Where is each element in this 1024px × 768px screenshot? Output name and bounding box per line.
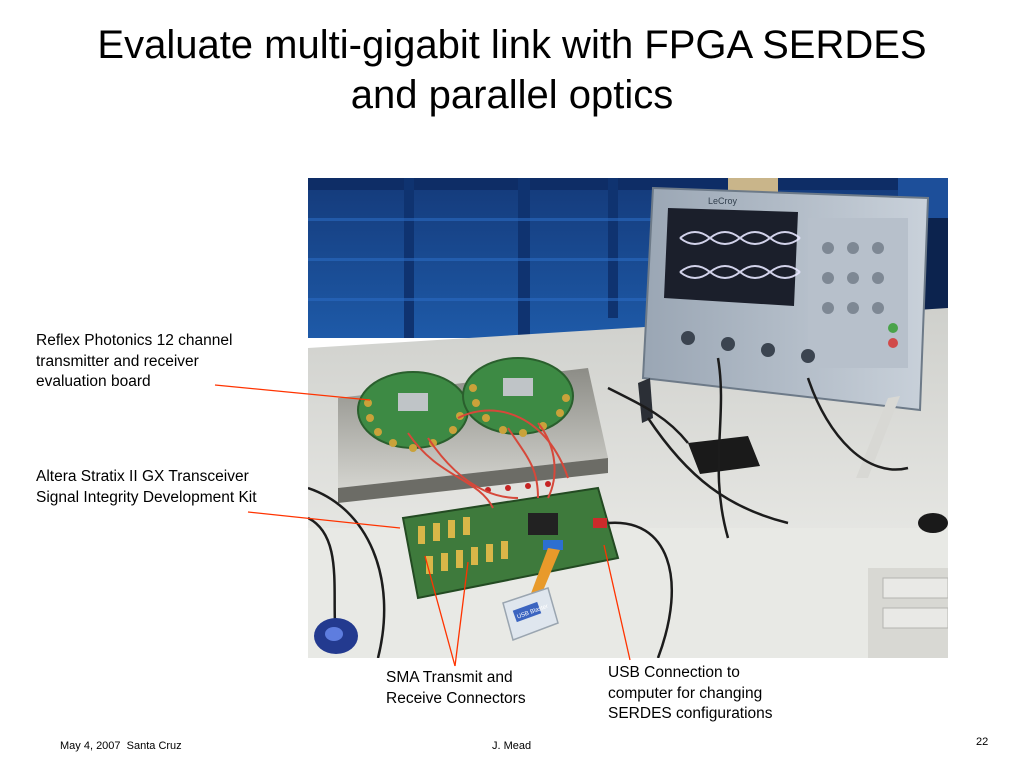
black-cables — [308, 357, 909, 658]
usb-blaster: USB Blaster — [502, 548, 560, 641]
usb-connection-caption: USB Connection to computer for changing … — [608, 663, 773, 725]
reflex-caption-line-1: Reflex Photonics 12 channel — [36, 332, 233, 349]
footer-author: J. Mead — [492, 740, 532, 752]
scope-brand-text: LeCroy — [708, 196, 738, 206]
reflex-caption-line-3: evaluation board — [36, 373, 151, 390]
reflex-photonics-board — [357, 357, 574, 452]
title-line-1: Evaluate multi-gigabit link with FPGA SE… — [97, 23, 927, 67]
footer-date-location: May 4, 2007 Santa Cruz — [60, 740, 182, 752]
lab-setup-photo: LeCroy — [308, 178, 948, 658]
usb-caption-line-3: SERDES configurations — [608, 705, 773, 722]
reflex-photonics-caption: Reflex Photonics 12 channel transmitter … — [36, 331, 232, 393]
altera-caption-line-1: Altera Stratix II GX Transceiver — [36, 468, 249, 485]
usb-caption-line-2: computer for changing — [608, 684, 763, 702]
altera-kit-caption: Altera Stratix II GX Transceiver Signal … — [36, 467, 257, 508]
fiber-cables — [407, 409, 569, 509]
sma-connectors-caption: SMA Transmit and Receive Connectors — [386, 668, 526, 709]
sma-caption-line-2: Receive Connectors — [386, 689, 526, 707]
usb-caption-line-1: USB Connection to — [608, 664, 740, 681]
second-mouse — [918, 513, 948, 533]
slide-number: 22 — [976, 736, 989, 748]
sma-caption-line-1: SMA Transmit and — [386, 669, 513, 686]
altera-caption-line-2: Signal Integrity Development Kit — [36, 488, 257, 506]
computer-mouse — [314, 618, 358, 654]
power-adapter — [688, 436, 760, 474]
reflex-caption-line-2: transmitter and receiver — [36, 352, 199, 370]
oscilloscope: LeCroy — [638, 186, 930, 478]
slide-title: Evaluate multi-gigabit link with FPGA SE… — [0, 20, 1024, 120]
title-line-2: and parallel optics — [350, 73, 674, 117]
